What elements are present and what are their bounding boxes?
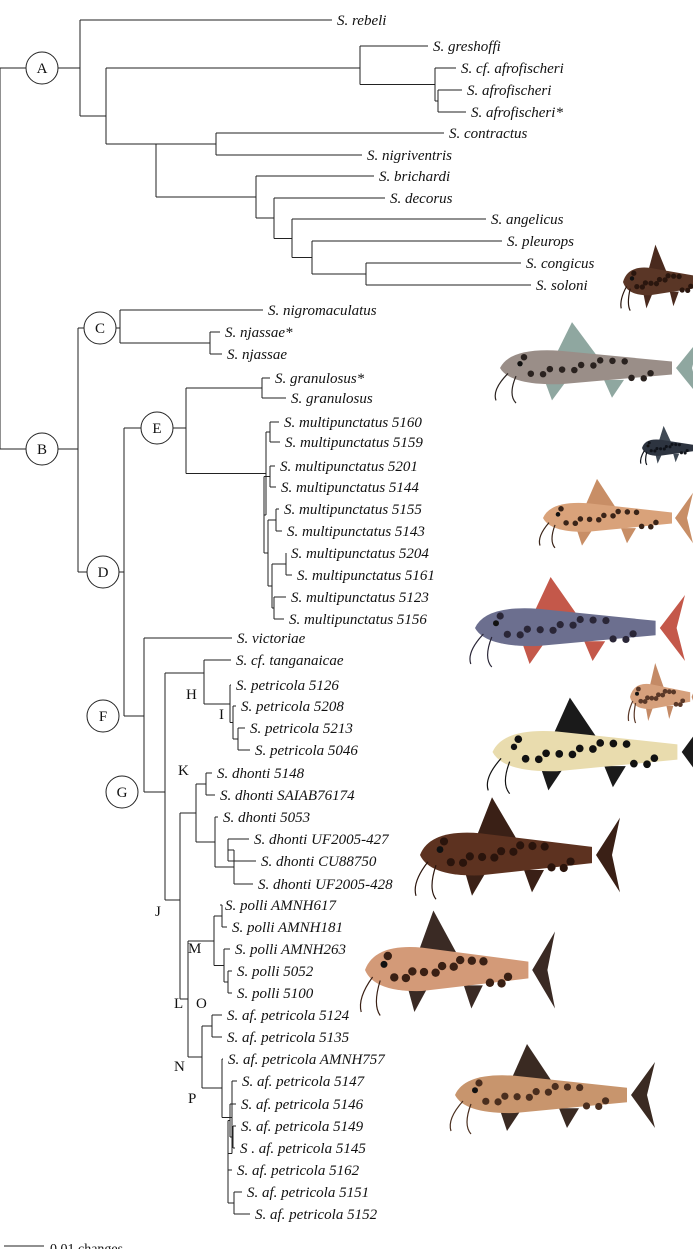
taxon-label-s-multipunctatus-5143: S. multipunctatus 5143 <box>287 524 425 540</box>
taxon-label-s-dhonti-5148: S. dhonti 5148 <box>217 766 305 782</box>
taxon-label-s-multipunctatus-5156: S. multipunctatus 5156 <box>289 612 427 628</box>
taxon-label-s-congicus: S. congicus <box>526 256 594 272</box>
node-f-circle: F <box>86 699 120 733</box>
taxon-label-s-polli-amnh181: S. polli AMNH181 <box>232 920 343 936</box>
node-label-l: L <box>174 996 183 1012</box>
photo-fish-tan-partial <box>627 663 693 724</box>
taxon-label-s-contractus: S. contractus <box>449 126 527 142</box>
taxon-label-s-dhonti-cu88750: S. dhonti CU88750 <box>261 854 377 870</box>
node-label-m: M <box>188 941 201 957</box>
photo-fish-dark-brown <box>620 244 693 311</box>
taxon-label-s-cf-afrofischeri: S. cf. afrofischeri <box>461 61 564 77</box>
taxon-label-s-af-petricola-5124: S. af. petricola 5124 <box>227 1008 350 1024</box>
taxon-label-s-afrofischeri: S. afrofischeri* <box>471 105 563 121</box>
taxon-label-s-soloni: S. soloni <box>536 278 588 294</box>
photo-fish-blue-grey <box>469 577 685 668</box>
taxon-label-s-petricola-5126: S. petricola 5126 <box>236 678 339 694</box>
node-label-o: O <box>196 996 207 1012</box>
taxon-label-s-af-petricola-5135: S. af. petricola 5135 <box>227 1030 350 1046</box>
taxon-label-s-polli-5100: S. polli 5100 <box>237 986 314 1002</box>
photo-fish-dark-small <box>639 425 693 466</box>
taxon-label-s-af-petricola-5147: S. af. petricola 5147 <box>242 1074 366 1090</box>
node-label-k: K <box>178 763 189 779</box>
taxon-label-s-multipunctatus-5123: S. multipunctatus 5123 <box>291 590 429 606</box>
taxon-label-s-greshoffi: S. greshoffi <box>433 39 501 55</box>
taxon-label-s-nigriventris: S. nigriventris <box>367 148 452 164</box>
node-g-circle: G <box>105 775 139 809</box>
taxon-label-s-granulosus: S. granulosus <box>291 391 373 407</box>
taxon-label-s-multipunctatus-5159: S. multipunctatus 5159 <box>285 435 423 451</box>
node-a-circle: A <box>25 51 59 85</box>
taxon-label-s-dhonti-saiab76174: S. dhonti SAIAB76174 <box>220 788 355 804</box>
taxon-label-s-af-petricola-5145: S . af. petricola 5145 <box>240 1141 366 1157</box>
taxon-label-s-multipunctatus-5160: S. multipunctatus 5160 <box>284 415 422 431</box>
node-label-h: H <box>186 687 197 703</box>
node-e-circle: E <box>140 411 174 445</box>
scale-bar-label: 0.01 changes <box>50 1242 123 1249</box>
taxon-label-s-af-petricola-5146: S. af. petricola 5146 <box>241 1097 364 1113</box>
taxon-label-s-petricola-5213: S. petricola 5213 <box>250 721 353 737</box>
tree-branches <box>0 19 531 1215</box>
node-d-circle: D <box>86 555 120 589</box>
photo-fish-grey-spotted <box>494 322 693 404</box>
taxon-label-s-af-petricola-5149: S. af. petricola 5149 <box>241 1119 364 1135</box>
node-label-e: E <box>152 421 161 437</box>
taxon-label-s-granulosus: S. granulosus* <box>275 371 365 387</box>
taxon-label-s-polli-amnh263: S. polli AMNH263 <box>235 942 346 958</box>
taxon-label-s-pleurops: S. pleurops <box>507 234 574 250</box>
taxon-label-s-dhonti-5053: S. dhonti 5053 <box>223 810 310 826</box>
taxon-label-s-decorus: S. decorus <box>390 191 453 207</box>
photo-fish-af-petricola <box>449 1044 655 1135</box>
taxon-label-s-multipunctatus-5155: S. multipunctatus 5155 <box>284 502 422 518</box>
taxon-label-s-afrofischeri: S. afrofischeri <box>467 83 551 99</box>
node-c-circle: C <box>83 311 117 345</box>
taxon-label-s-njassae: S. njassae* <box>225 325 293 341</box>
taxon-label-s-multipunctatus-5144: S. multipunctatus 5144 <box>281 480 419 496</box>
node-label-g: G <box>117 785 128 801</box>
taxon-label-s-victoriae: S. victoriae <box>237 631 306 647</box>
photo-fish-brown-dhonti <box>414 797 620 900</box>
taxon-label-s-dhonti-uf2005-428: S. dhonti UF2005-428 <box>258 877 393 893</box>
taxon-label-s-multipunctatus-5201: S. multipunctatus 5201 <box>280 459 418 475</box>
taxon-label-s-rebeli: S. rebeli <box>337 13 386 29</box>
taxon-label-s-polli-5052: S. polli 5052 <box>237 964 314 980</box>
node-label-j: J <box>155 904 161 920</box>
fish-photos <box>359 244 693 1135</box>
taxon-label-s-brichardi: S. brichardi <box>379 169 450 185</box>
taxon-label-s-cf-tanganaicae: S. cf. tanganaicae <box>236 653 344 669</box>
node-label-n: N <box>174 1059 185 1075</box>
taxon-label-s-dhonti-uf2005-427: S. dhonti UF2005-427 <box>254 832 390 848</box>
taxon-label-s-af-petricola-5152: S. af. petricola 5152 <box>255 1207 378 1223</box>
node-b-circle: B <box>25 432 59 466</box>
node-label-f: F <box>99 709 107 725</box>
photo-fish-polli <box>359 910 555 1016</box>
scale-bar: 0.01 changes <box>4 1242 123 1249</box>
taxon-label-s-af-petricola-5151: S. af. petricola 5151 <box>247 1185 369 1201</box>
taxon-label-s-multipunctatus-5204: S. multipunctatus 5204 <box>291 546 429 562</box>
node-label-b: B <box>37 442 47 458</box>
taxon-label-s-af-petricola-5162: S. af. petricola 5162 <box>237 1163 360 1179</box>
taxon-label-s-angelicus: S. angelicus <box>491 212 564 228</box>
taxon-label-s-petricola-5208: S. petricola 5208 <box>241 699 344 715</box>
taxon-label-s-njassae: S. njassae <box>227 347 287 363</box>
node-label-d: D <box>98 565 109 581</box>
node-label-c: C <box>95 321 105 337</box>
taxon-label-s-multipunctatus-5161: S. multipunctatus 5161 <box>297 568 435 584</box>
taxon-label-s-polli-amnh617: S. polli AMNH617 <box>225 898 337 914</box>
photo-fish-orange-spotted <box>538 478 693 549</box>
node-label-i: I <box>219 707 224 723</box>
node-label-p: P <box>188 1091 196 1107</box>
node-label-a: A <box>37 61 48 77</box>
photo-fish-yellow-black <box>486 697 693 794</box>
taxon-label-s-nigromaculatus: S. nigromaculatus <box>268 303 377 319</box>
taxon-label-s-petricola-5046: S. petricola 5046 <box>255 743 358 759</box>
taxon-label-s-af-petricola-amnh757: S. af. petricola AMNH757 <box>228 1052 386 1068</box>
tree-labels: S. rebeli S. greshoffi S. cf. afrofischeri… <box>4 13 594 1249</box>
